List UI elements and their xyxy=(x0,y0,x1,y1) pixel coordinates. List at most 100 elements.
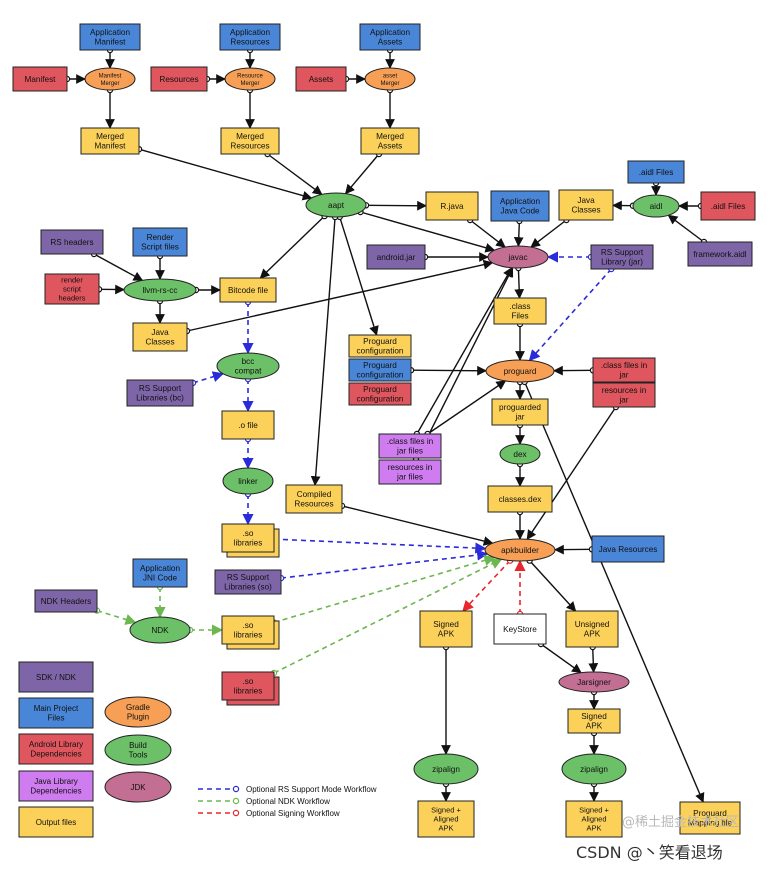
node-proguarded_jar-label-1: jar xyxy=(514,413,524,422)
node-bcc_compat-label-1: compat xyxy=(235,367,263,376)
edge-rs_support_jar-to-proguard xyxy=(528,268,612,362)
node-rs_support_bc-label-0: RS Support xyxy=(139,384,182,393)
node-asset_merger-label-1: Merger xyxy=(380,81,399,87)
legend-line-red: Optional Signing Workflow xyxy=(198,809,340,818)
node-aidl_files-label-0: .aidl Files xyxy=(639,168,674,177)
node-zipalign_2: zipalign xyxy=(561,753,627,785)
legend-swatch xyxy=(104,696,172,728)
edge-so_libs_1-to-apkbuilder xyxy=(273,538,487,554)
node-android_jar-label-0: android.jar xyxy=(377,253,416,262)
node-llvm: llvm-rs-cc xyxy=(123,278,197,302)
node-shape xyxy=(84,67,136,91)
node-o_file: .o file xyxy=(221,410,275,440)
node-keystore: KeyStore xyxy=(493,613,547,645)
node-framework_aidl-label-0: framework.aidl xyxy=(693,250,746,259)
node-resource_merger-label-1: Merger xyxy=(240,81,259,87)
node-shape xyxy=(493,297,547,325)
edge-unsigned_apk-to-jarsigner xyxy=(588,646,599,673)
node-mapping-label-0: Proguard xyxy=(693,809,727,818)
node-unsigned_apk-label-0: Unsigned xyxy=(575,620,610,629)
legend-item-0-label-0: SDK / NDK xyxy=(36,673,77,682)
node-merged_resources-label-0: Merged xyxy=(236,132,264,141)
node-asset_merger-label-0: asset xyxy=(383,73,398,79)
node-so_libs_1-label-0: .so xyxy=(243,529,254,538)
node-resources: Resources xyxy=(150,66,208,92)
node-proguard-label-0: proguard xyxy=(504,367,537,376)
node-final_1-label-1: Aligned xyxy=(433,815,458,824)
node-aidl_files_red-label-0: .aidl Files xyxy=(711,202,746,211)
node-app_resources-label-0: Application xyxy=(230,28,271,37)
node-class_in_jar_violet-label-1: jar files xyxy=(396,447,423,456)
node-proguard: proguard xyxy=(485,359,555,383)
node-shape xyxy=(34,589,98,613)
node-shape xyxy=(126,379,194,407)
node-classes_dex-label-0: classes.dex xyxy=(499,495,542,504)
legend-swatch xyxy=(18,697,94,729)
node-shape xyxy=(222,467,274,495)
node-final_1-label-0: Signed + xyxy=(431,806,461,815)
node-render_script-label-0: Render xyxy=(147,233,174,242)
node-o_file-label-0: .o file xyxy=(238,421,258,430)
node-rjava-label-0: R.java xyxy=(440,202,464,211)
node-javac: javac xyxy=(487,245,549,269)
node-java_classes_top-label-0: Java xyxy=(577,196,595,205)
node-final_2-label-1: Aligned xyxy=(581,815,606,824)
node-mapping-label-1: Mapping file xyxy=(688,819,733,828)
node-shape xyxy=(305,192,367,218)
node-shape xyxy=(348,334,412,358)
node-shape xyxy=(558,189,614,221)
node-shape xyxy=(561,753,627,785)
juejin-watermark: @稀土掘金技术社区 xyxy=(622,814,739,830)
node-java_classes_left-label-0: Java xyxy=(151,328,169,337)
node-app_resources-label-1: Resources xyxy=(230,38,269,47)
edge-class_in_jar_violet-to-proguard xyxy=(427,380,507,435)
node-shape xyxy=(285,484,343,514)
legend-line-blue: Optional RS Support Mode Workflow xyxy=(198,785,377,794)
node-zipalign_1: zipalign xyxy=(413,753,479,785)
node-class_in_jar_red-label-1: jar xyxy=(618,371,628,380)
node-manifest-label-0: Manifest xyxy=(25,75,57,84)
node-manifest: Manifest xyxy=(12,66,68,92)
node-shape xyxy=(348,358,412,382)
edge-java_classes_left-to-javac xyxy=(186,259,494,332)
node-class_in_jar_violet-label-0: .class files in xyxy=(387,437,434,446)
node-so_libs_3-label-0: .so xyxy=(243,677,254,686)
node-assets-label-0: Assets xyxy=(309,75,334,84)
node-proguard_cfg_red-label-0: Proguard xyxy=(363,385,397,394)
node-so_libs_2-label-1: libraries xyxy=(234,631,263,640)
node-shape xyxy=(216,352,280,380)
node-app_manifest-label-0: Application xyxy=(90,28,131,37)
node-rjava: R.java xyxy=(425,191,479,221)
edge-java_classes_top-to-javac xyxy=(530,219,567,248)
node-shape xyxy=(366,244,426,270)
legend-item-4-label-0: Output files xyxy=(36,818,76,827)
node-shape xyxy=(425,191,479,221)
node-signed_apk_2-label-1: APK xyxy=(586,722,603,731)
node-so_libs_3-label-1: libraries xyxy=(234,687,263,696)
node-shape xyxy=(487,485,553,513)
node-java_classes_top-label-1: Classes xyxy=(571,206,600,215)
node-bitcode-label-0: Bitcode file xyxy=(228,286,268,295)
node-unsigned_apk-label-1: APK xyxy=(584,630,601,639)
watermark-layer: @稀土掘金技术社区 CSDN @丶笑看退场 xyxy=(576,814,739,862)
node-merged_assets-label-1: Assets xyxy=(378,142,403,151)
edge-proguard-to-mapping xyxy=(523,381,705,803)
node-signed_apk_2-label-0: Signed xyxy=(581,712,607,721)
node-resources_in_jar_red-label-1: jar xyxy=(618,396,628,405)
node-class_files-label-1: Files xyxy=(511,312,528,321)
node-shape xyxy=(490,190,550,222)
edge-aapt-to-javac xyxy=(360,211,496,253)
